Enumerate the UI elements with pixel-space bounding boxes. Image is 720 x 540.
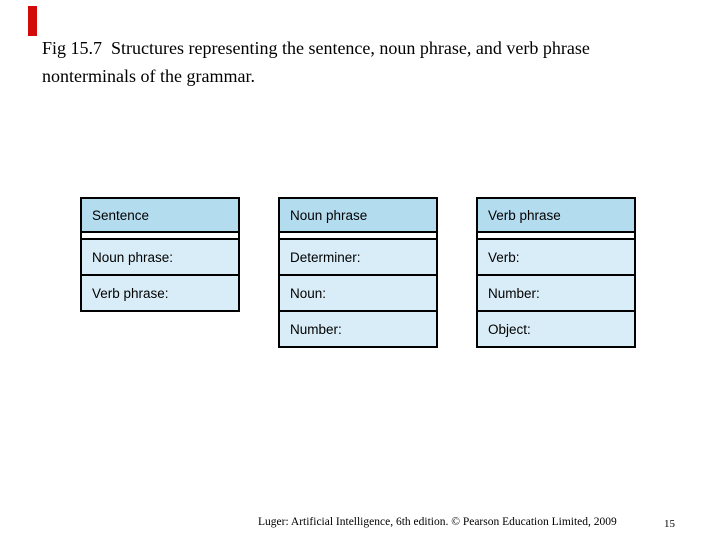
- red-accent-bar: [28, 6, 37, 36]
- caption-line-1: Fig 15.7 Structures representing the sen…: [42, 38, 590, 58]
- record-field-determiner: Determiner:: [280, 240, 436, 276]
- record-header: Verb phrase: [478, 199, 634, 233]
- record-field-object: Object:: [478, 312, 634, 346]
- footer-credit: Luger: Artificial Intelligence, 6th edit…: [258, 516, 617, 528]
- caption-line-2: nonterminals of the grammar.: [42, 66, 255, 86]
- record-header: Sentence: [82, 199, 238, 233]
- record-header: Noun phrase: [280, 199, 436, 233]
- figure-caption: Fig 15.7 Structures representing the sen…: [42, 34, 682, 90]
- record-field-verb: Verb:: [478, 240, 634, 276]
- record-field-number: Number:: [478, 276, 634, 312]
- record-header-separator: [478, 233, 634, 240]
- record-field-number: Number:: [280, 312, 436, 346]
- page-number: 15: [664, 518, 675, 530]
- record-field-noun: Noun:: [280, 276, 436, 312]
- record-header-separator: [280, 233, 436, 240]
- record-field-verb-phrase: Verb phrase:: [82, 276, 238, 310]
- record-header-separator: [82, 233, 238, 240]
- record-field-noun-phrase: Noun phrase:: [82, 240, 238, 276]
